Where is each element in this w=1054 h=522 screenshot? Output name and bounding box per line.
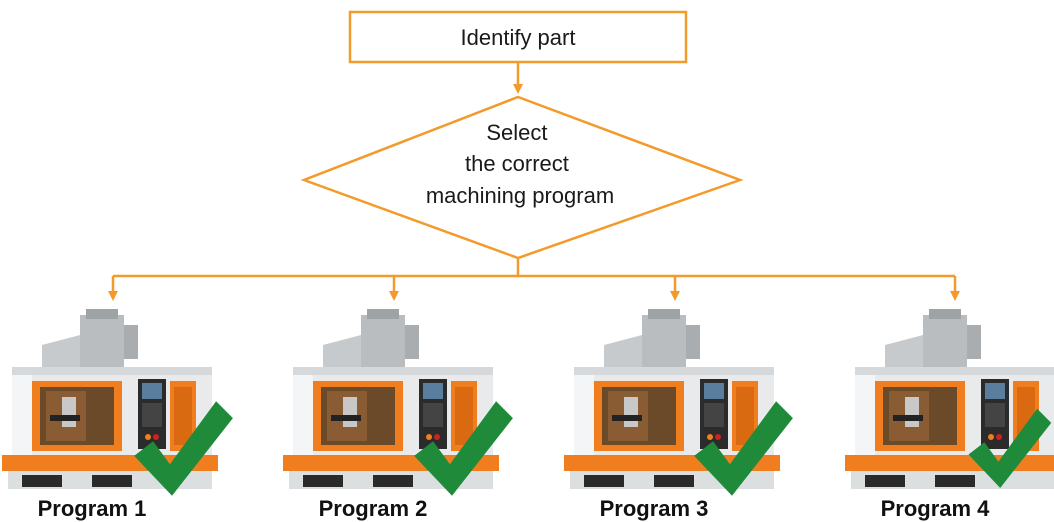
decision-label: Select the correct machining program (426, 120, 614, 208)
decision-line-3: machining program (426, 183, 614, 208)
decision-line-2: the correct (465, 151, 569, 176)
program-label-4: Program 4 (881, 496, 991, 521)
identify-part-box (348, 10, 688, 64)
program-label-2: Program 2 (319, 496, 428, 521)
decision-line-1: Select (486, 120, 547, 145)
program-label-1: Program 1 (38, 496, 147, 521)
program-label-3: Program 3 (600, 496, 709, 521)
identify-part-label: Identify part (461, 25, 576, 50)
cnc-machine-icon (845, 309, 1054, 489)
